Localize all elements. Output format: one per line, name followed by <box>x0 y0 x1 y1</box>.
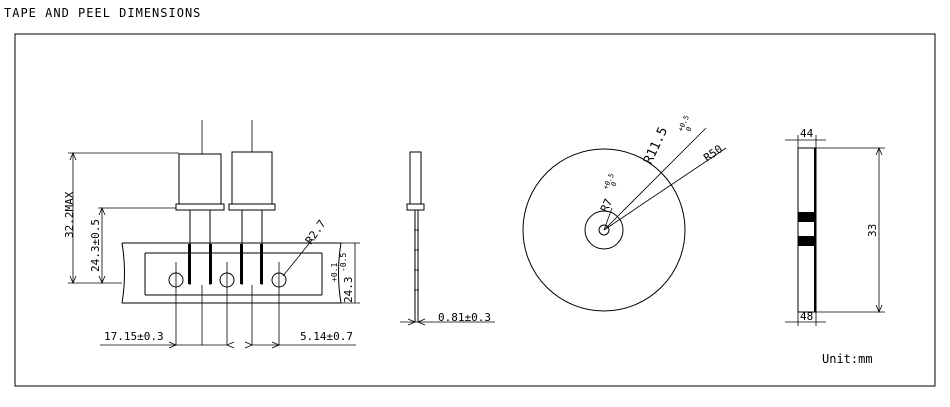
dim-pitch-left: 17.15±0.3 <box>104 330 164 343</box>
dim-reel-thickness: 48 <box>800 310 813 323</box>
drawing-title: TAPE AND PEEL DIMENSIONS <box>4 6 202 20</box>
reel-view <box>522 127 727 312</box>
reel-side-view <box>785 135 885 326</box>
reel-hub <box>584 210 624 250</box>
dim-lead-thickness: 0.81±0.3 <box>438 311 491 324</box>
tape-side-view <box>400 151 495 326</box>
dim-tape-height-tol-plus: +0.1 <box>330 263 339 282</box>
dim-reel-radius-large: R50 <box>701 142 725 164</box>
dim-hub-tol-minus: 0 <box>610 181 619 188</box>
tape-front-view <box>68 120 360 349</box>
dim-tape-height-tol-minus: -0.5 <box>339 253 348 272</box>
dim-reel-radius-outer-tol-minus: 0 <box>685 126 694 133</box>
dim-tape-height: 24.3 <box>342 277 355 304</box>
dim-reel-height: 33 <box>866 224 879 237</box>
dim-hub-radius: R7 <box>598 197 615 215</box>
unit-label: Unit:mm <box>822 352 873 366</box>
crystal-can-1 <box>178 153 222 207</box>
dim-body-height: 24.3±0.5 <box>89 219 102 272</box>
dim-pitch-right: 5.14±0.7 <box>300 330 353 343</box>
dim-hole-radius: R2.7 <box>303 218 329 247</box>
crystal-can-2 <box>231 151 273 207</box>
reel-outer-circle <box>522 148 686 312</box>
dim-max-height: 32.2MAX <box>63 191 76 238</box>
reel-center-hole <box>598 224 610 236</box>
dim-reel-radius-outer: R11.5 <box>641 125 671 167</box>
dim-hub-tol-plus: +0.5 <box>602 172 616 191</box>
drawing-frame <box>14 33 936 387</box>
dim-reel-width: 44 <box>800 127 814 140</box>
